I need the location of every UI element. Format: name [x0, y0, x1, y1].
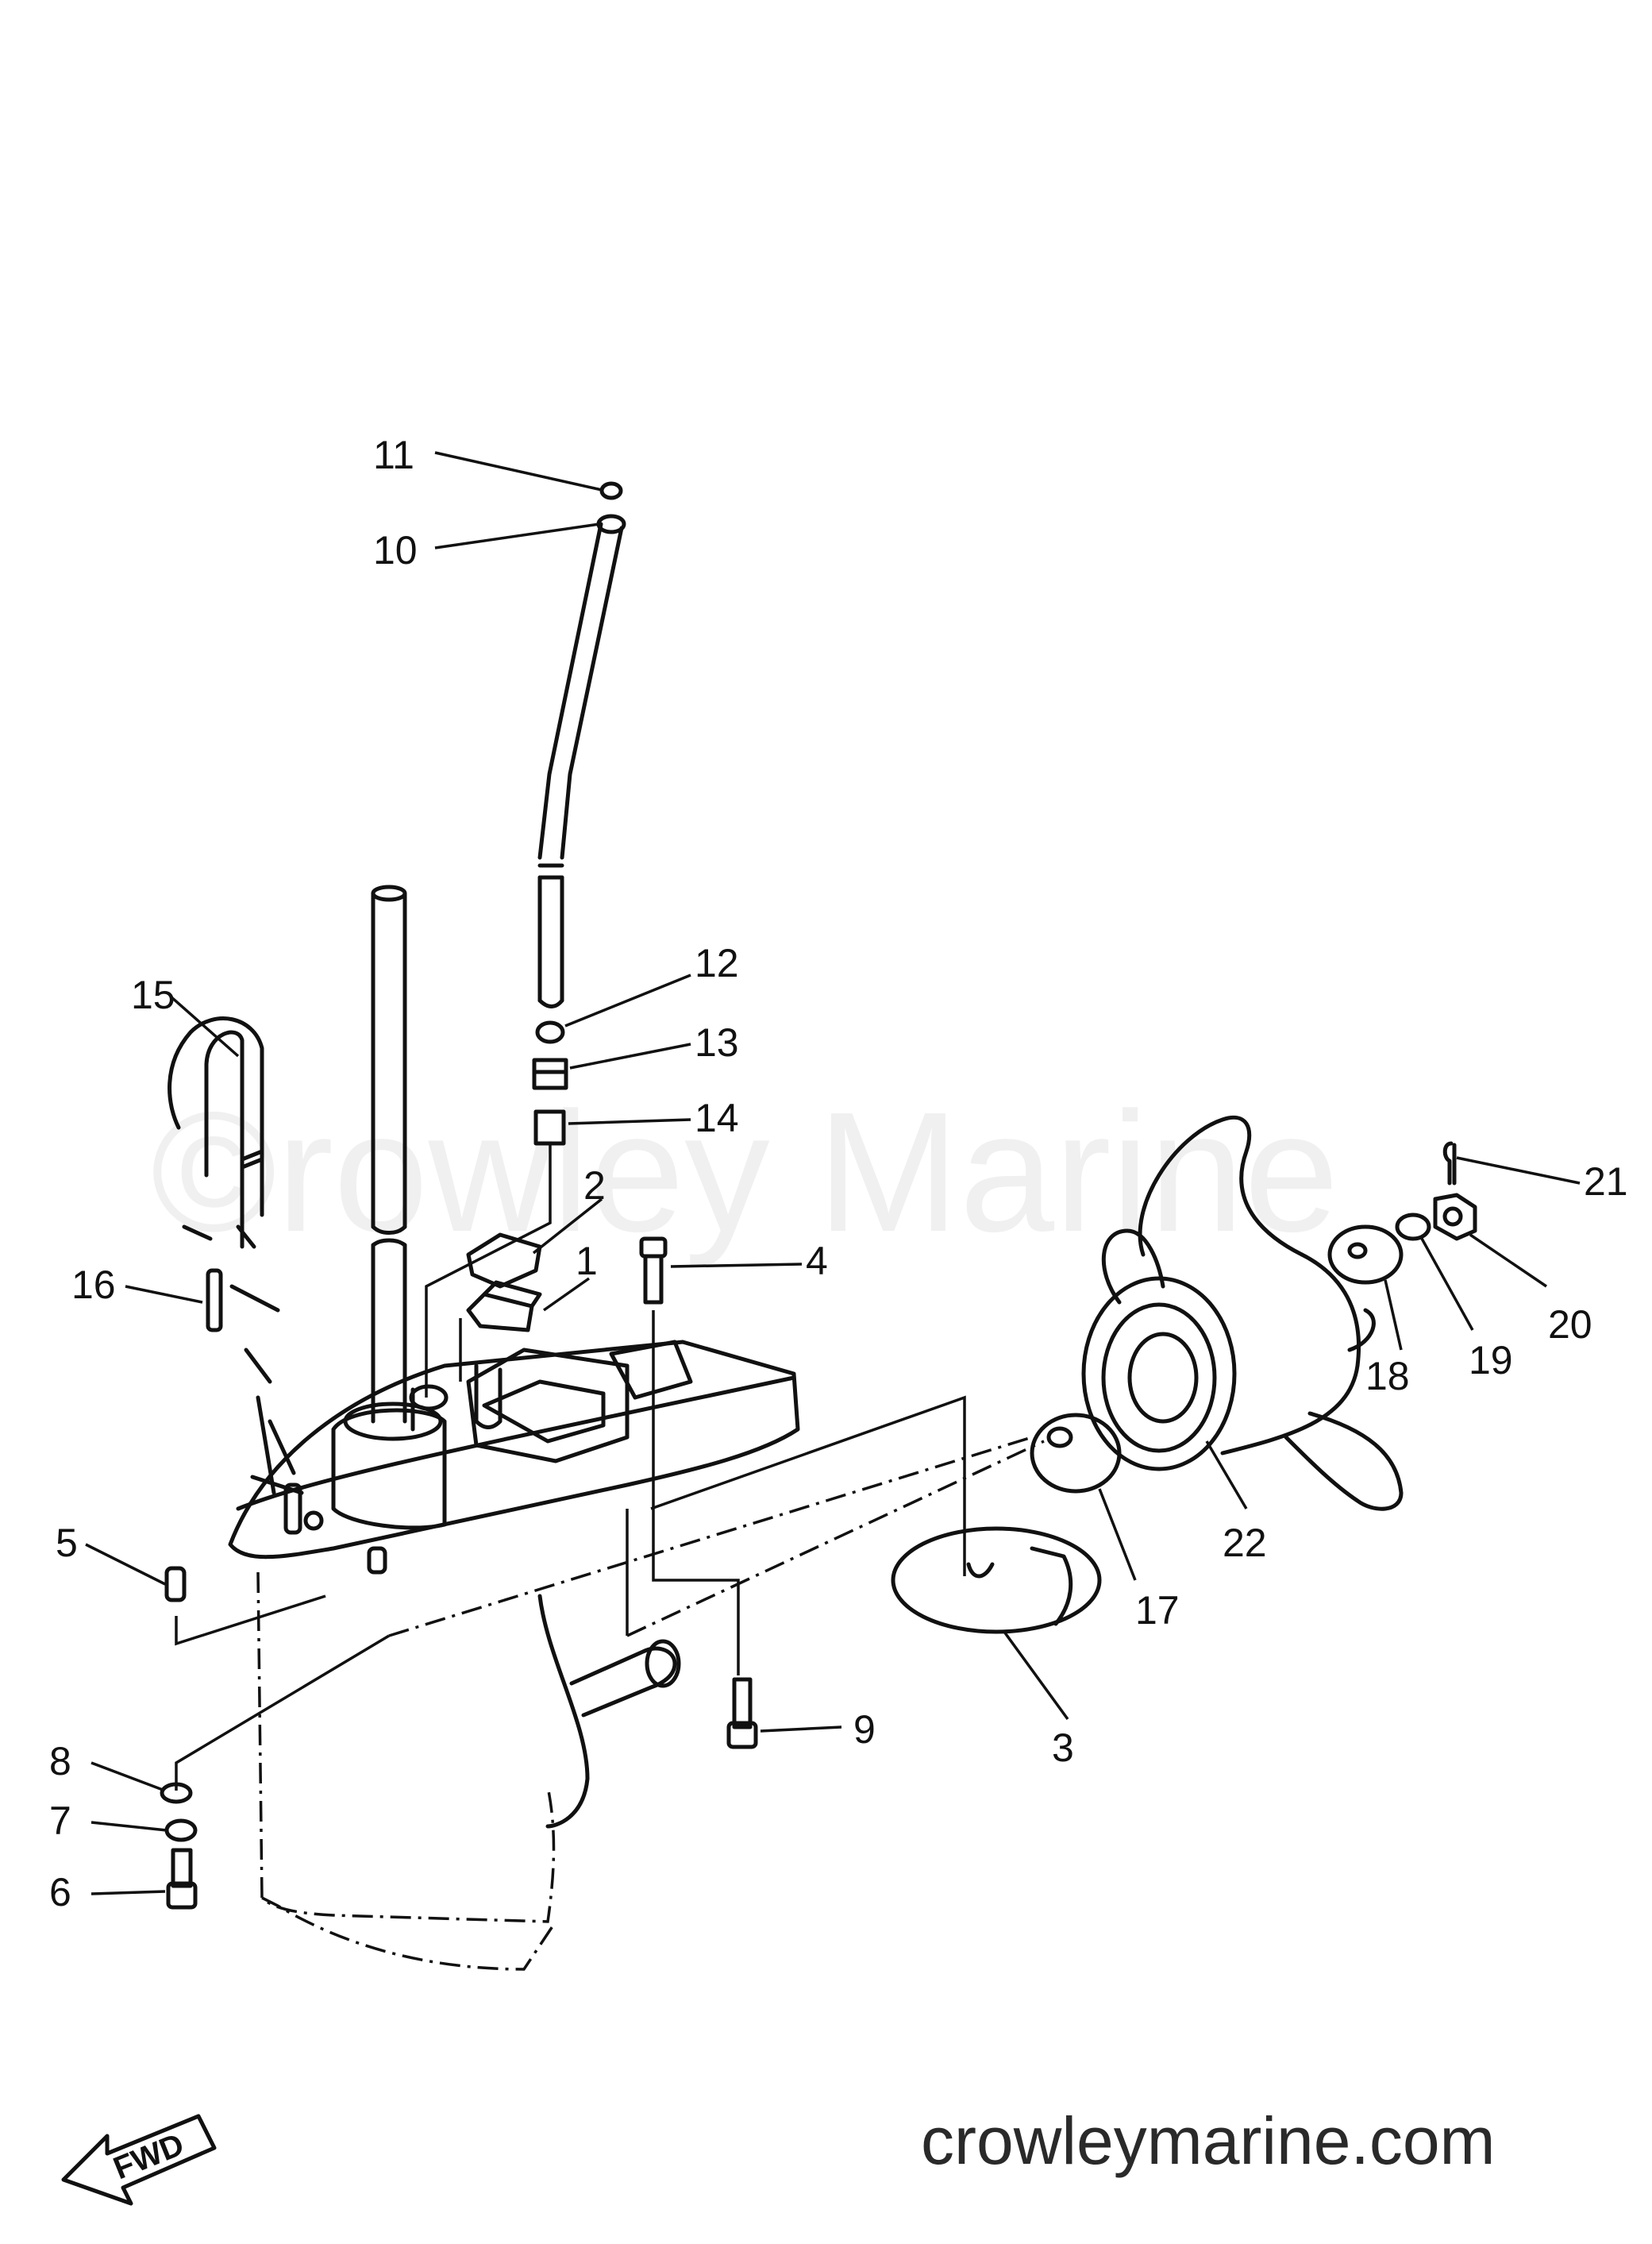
spacer	[1327, 1224, 1404, 1285]
callout-5: 5	[56, 1521, 78, 1565]
callout-2: 2	[583, 1163, 606, 1208]
hose-fittings	[182, 1224, 304, 1495]
callout-11: 11	[373, 433, 414, 477]
leader-lines	[85, 451, 1581, 1895]
propeller	[1081, 1115, 1404, 1511]
callout-10: 10	[373, 528, 418, 573]
prop-nut	[1433, 1193, 1477, 1241]
callout-14: 14	[695, 1096, 739, 1140]
callout-6: 6	[49, 1870, 71, 1914]
bolt-6-washers	[160, 1782, 198, 1910]
anode-1	[466, 1280, 542, 1332]
callout-7: 7	[49, 1799, 71, 1843]
thrust-washer	[1030, 1413, 1122, 1494]
callout-19: 19	[1469, 1338, 1513, 1382]
callout-4: 4	[806, 1239, 828, 1283]
bolt-4	[639, 1236, 668, 1305]
callout-21: 21	[1584, 1159, 1628, 1204]
drive-shaft	[371, 885, 407, 1424]
callout-15: 15	[131, 973, 175, 1017]
callout-22: 22	[1223, 1521, 1267, 1565]
site-url: crowleymarine.com	[921, 2103, 1496, 2178]
callout-3: 3	[1052, 1725, 1074, 1770]
callout-18: 18	[1365, 1354, 1410, 1398]
callout-1: 1	[576, 1239, 598, 1283]
anode-2	[466, 1232, 542, 1289]
bolt-9	[726, 1677, 758, 1749]
fwd-arrow: FWD	[61, 2114, 217, 2206]
cotter-pin	[1442, 1141, 1457, 1186]
callout-20: 20	[1548, 1302, 1592, 1347]
callout-8: 8	[49, 1739, 71, 1783]
callout-9: 9	[853, 1707, 876, 1752]
callout-12: 12	[695, 941, 739, 985]
callout-13: 13	[695, 1020, 739, 1065]
callout-numbers: 11 10 12 13 14 15 16 2 1 4 5 8 7 6 9 3 1…	[49, 433, 1628, 1914]
callout-16: 16	[71, 1263, 116, 1307]
lower-unit-housing	[228, 1340, 800, 1971]
water-tube	[537, 514, 626, 1008]
trim-tab	[891, 1526, 1102, 1634]
callout-17: 17	[1135, 1588, 1180, 1633]
hose	[168, 1016, 264, 1249]
assembly-lines	[175, 1143, 1045, 1791]
